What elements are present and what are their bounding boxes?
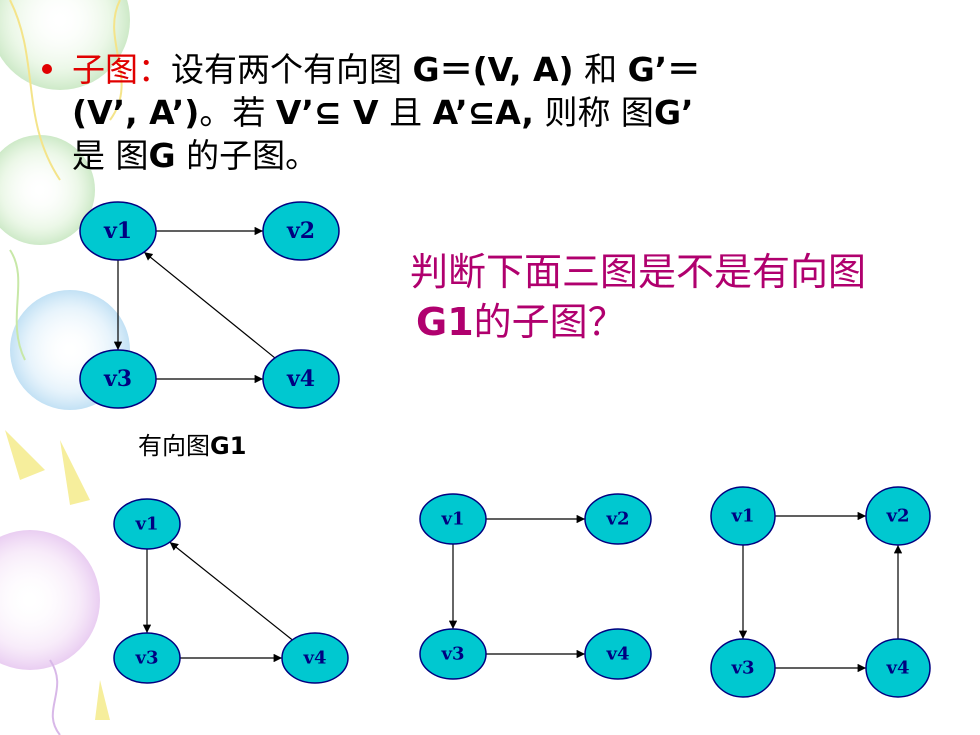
node-v1 xyxy=(79,201,157,261)
def-math-g-prime: G’＝ xyxy=(627,50,701,89)
term-colon: ： xyxy=(138,50,171,89)
question-rest: 的子图？ xyxy=(473,300,626,344)
def-cond-a: A’⊆A, xyxy=(432,93,534,132)
node-label-v4: v4 xyxy=(286,366,315,392)
node-v4 xyxy=(262,349,340,409)
node-label-v3: v3 xyxy=(731,658,755,679)
node-label-v3: v3 xyxy=(103,366,132,392)
definition-line-3: 是 图G 的子图。 xyxy=(72,136,318,176)
node-label-v4: v4 xyxy=(886,658,910,679)
node-v3 xyxy=(710,638,776,698)
def-end: 的子图。 xyxy=(175,136,319,175)
def-and: 和 xyxy=(573,50,628,89)
node-v3 xyxy=(79,349,157,409)
def-then: 则称 图 xyxy=(533,93,654,132)
question-g1: G1 xyxy=(416,300,474,344)
node-label-v4: v4 xyxy=(606,644,630,665)
caption-g1: G1 xyxy=(210,432,247,460)
definition-line-1: 子图：设有两个有向图 G＝(V, A) 和 G’＝ xyxy=(72,50,700,90)
node-label-v2: v2 xyxy=(286,218,315,244)
node-label-v3: v3 xyxy=(135,648,159,669)
term-subgraph: 子图 xyxy=(72,50,138,89)
def-if: 。若 xyxy=(199,93,276,132)
def-g: G xyxy=(148,136,176,175)
graph-sub-b: v1 v2 v3 v4 xyxy=(419,493,652,680)
def-g-prime: G’ xyxy=(653,93,694,132)
node-v2 xyxy=(584,493,652,545)
node-label-v3: v3 xyxy=(441,644,465,665)
def-text-1: 设有两个有向图 xyxy=(171,50,413,89)
node-label-v2: v2 xyxy=(606,509,630,530)
node-label-v1: v1 xyxy=(103,218,132,244)
node-v2 xyxy=(262,201,340,261)
graph-sub-a: v1 v3 v4 xyxy=(113,498,349,684)
edge-v4-v1 xyxy=(169,541,293,641)
node-label-v1: v1 xyxy=(731,506,755,527)
node-v4 xyxy=(281,632,349,684)
node-v1 xyxy=(710,486,776,546)
node-v3 xyxy=(419,628,487,680)
node-v1 xyxy=(419,493,487,545)
graph-caption: 有向图G1 xyxy=(138,426,246,461)
node-v1 xyxy=(113,498,181,550)
graph-sub-c: v1 v2 v3 v4 xyxy=(710,486,931,698)
definition-line-2: (V’, A’)。若 V’⊆ V 且 A’⊆A, 则称 图G’ xyxy=(72,93,694,133)
node-label-v4: v4 xyxy=(303,648,327,669)
node-label-v1: v1 xyxy=(135,514,159,535)
def-math-va-prime: (V’, A’) xyxy=(72,93,200,132)
question-line-1: 判断下面三图是不是有向图 xyxy=(410,250,867,294)
def-is: 是 图 xyxy=(72,136,149,175)
bullet-dot xyxy=(42,64,52,74)
caption-text: 有向图 xyxy=(138,432,210,460)
node-v4 xyxy=(584,628,652,680)
node-v4 xyxy=(865,638,931,698)
node-label-v1: v1 xyxy=(441,509,465,530)
def-math-g: G＝(V, A) xyxy=(412,50,574,89)
edge-v4-v1 xyxy=(143,251,276,359)
question-line-2: G1的子图？ xyxy=(416,298,626,346)
def-cond-v: V’⊆ V xyxy=(275,93,379,132)
node-v2 xyxy=(865,486,931,546)
graph-g1: v1 v2 v3 v4 xyxy=(79,201,340,409)
def-and-2: 且 xyxy=(378,93,433,132)
node-label-v2: v2 xyxy=(886,506,910,527)
node-v3 xyxy=(113,632,181,684)
